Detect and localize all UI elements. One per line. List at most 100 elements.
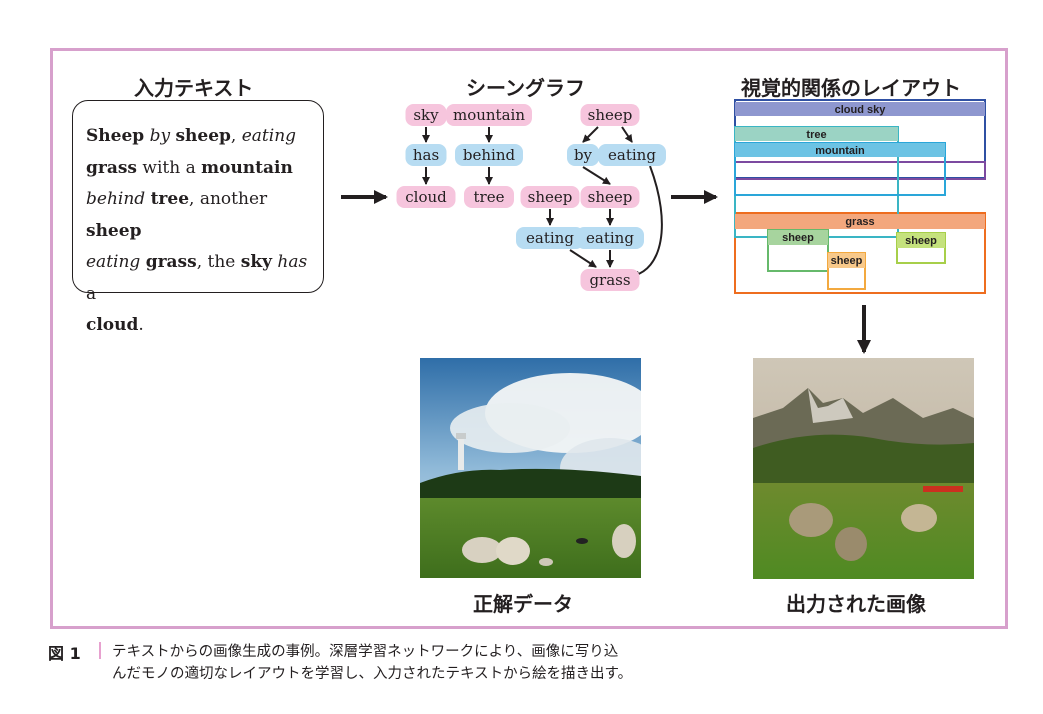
scene-node-mountain: mountain bbox=[446, 104, 532, 126]
scene-node-label: sky bbox=[413, 106, 439, 124]
layout-title: 視覚的関係のレイアウト bbox=[741, 76, 961, 100]
output-photo bbox=[753, 358, 974, 579]
scene-node-bg bbox=[464, 186, 514, 208]
scene-node-sheep2: sheep bbox=[520, 186, 580, 208]
scene-node-label: eating bbox=[526, 229, 574, 247]
input-text-segment: Sheep bbox=[86, 126, 145, 146]
scene-node-label: sheep bbox=[588, 188, 633, 206]
input-text-segment: , bbox=[230, 126, 242, 146]
layout-box-label: mountain bbox=[815, 145, 865, 157]
scene-node-label: eating bbox=[608, 146, 656, 164]
input-text-segment: by bbox=[149, 126, 171, 146]
input-text-segment: a bbox=[86, 283, 97, 304]
scene-node-bg bbox=[567, 144, 599, 166]
layout-box-cloud-sky: cloud sky bbox=[735, 102, 985, 116]
input-text-line: Sheep by sheep, eating bbox=[86, 121, 318, 153]
scene-node-cloud: cloud bbox=[396, 186, 456, 208]
layout-box-label-bg bbox=[735, 102, 985, 116]
scene-node-sheep1: sheep bbox=[580, 104, 640, 126]
layout-box-label-bg bbox=[768, 230, 828, 245]
layout-box-label-bg bbox=[897, 233, 945, 248]
input-text-line: grass with a mountain bbox=[86, 153, 318, 185]
scene-edge-by-sheep3 bbox=[582, 166, 611, 185]
layout-box-label: cloud sky bbox=[835, 104, 887, 116]
input-text-segment: sky bbox=[240, 252, 272, 272]
scene-node-label: by bbox=[574, 146, 593, 164]
input-text-segment: , another bbox=[189, 189, 268, 209]
input-text-segment: . bbox=[138, 315, 144, 335]
scene-node-label: behind bbox=[463, 146, 516, 164]
scene-node-sheep3: sheep bbox=[580, 186, 640, 208]
scene-node-bg bbox=[580, 269, 640, 291]
layout-box-label: sheep bbox=[782, 232, 814, 244]
figure-number: 図 1 bbox=[48, 644, 81, 663]
scene-node-label: has bbox=[413, 146, 439, 164]
scene-node-bg bbox=[455, 144, 523, 166]
scene-edge-sheep1-eating1 bbox=[621, 126, 633, 143]
scene-node-behind: behind bbox=[455, 144, 523, 166]
scene-node-grass: grass bbox=[580, 269, 640, 291]
scene-node-label: sheep bbox=[588, 106, 633, 124]
scene-node-bg bbox=[580, 104, 640, 126]
scene-node-bg bbox=[516, 227, 584, 249]
layout-box-grass: grass bbox=[735, 214, 985, 229]
caption-line-1: テキストからの画像生成の事例。深層学習ネットワークにより、画像に写り込 bbox=[112, 644, 619, 660]
layout-box-label: tree bbox=[806, 129, 826, 141]
input-text-box bbox=[72, 100, 324, 293]
scene-node-label: sheep bbox=[528, 188, 573, 206]
scene-node-bg bbox=[576, 227, 644, 249]
input-text-segment: grass bbox=[145, 252, 197, 272]
scene-node-by: by bbox=[567, 144, 599, 166]
layout-box-label-bg bbox=[828, 253, 865, 268]
scene-node-bg bbox=[405, 144, 447, 166]
scene-edge-eating1-grass bbox=[631, 165, 663, 279]
scene-node-label: cloud bbox=[405, 188, 447, 206]
input-text-segment: behind bbox=[86, 189, 146, 209]
layout-box-label-bg bbox=[735, 127, 898, 141]
input-text-line: eating grass, the sky has a bbox=[86, 247, 318, 310]
scene-edge-sheep1-by bbox=[582, 126, 599, 143]
output-image-label: 出力された画像 bbox=[786, 592, 926, 616]
layout-box-label: sheep bbox=[905, 235, 937, 247]
layout-box-mountain: mountain bbox=[734, 142, 946, 196]
scene-node-bg bbox=[598, 144, 666, 166]
scene-node-eating2: eating bbox=[516, 227, 584, 249]
scene-node-bg bbox=[446, 104, 532, 126]
input-text-segment: sheep bbox=[175, 126, 231, 146]
scene-graph-title: シーングラフ bbox=[466, 76, 585, 100]
input-text-segment: tree bbox=[150, 189, 190, 209]
input-text-line: behind tree, another sheep bbox=[86, 184, 318, 247]
input-text-segment: grass bbox=[86, 157, 137, 178]
scene-node-bg bbox=[396, 186, 456, 208]
input-text-segment: mountain bbox=[201, 157, 293, 178]
scene-node-sky: sky bbox=[405, 104, 447, 126]
input-text-segment: sheep bbox=[86, 220, 142, 241]
scene-node-eating3: eating bbox=[576, 227, 644, 249]
scene-node-bg bbox=[520, 186, 580, 208]
input-text-segment: has bbox=[277, 252, 308, 272]
input-text-segment: with a bbox=[137, 157, 202, 178]
layout-box-label-bg bbox=[735, 143, 945, 157]
layout-box-label: grass bbox=[845, 216, 874, 228]
caption-divider bbox=[99, 642, 101, 659]
scene-node-bg bbox=[405, 104, 447, 126]
ground-truth-label: 正解データ bbox=[473, 592, 573, 616]
scene-edge-eating2-grass bbox=[569, 249, 597, 268]
input-text-segment: eating bbox=[241, 126, 297, 146]
input-text-line: cloud. bbox=[86, 310, 318, 342]
layout-box-label-bg bbox=[735, 214, 985, 229]
layout-box-sheep: sheep bbox=[827, 252, 866, 290]
ground-truth-photo bbox=[420, 358, 641, 578]
input-text-segment: , the bbox=[196, 252, 241, 272]
scene-node-eating1: eating bbox=[598, 144, 666, 166]
layout-box-sheep: sheep bbox=[767, 229, 829, 272]
input-text-segment: eating bbox=[86, 252, 141, 272]
scene-node-bg bbox=[580, 186, 640, 208]
scene-node-label: grass bbox=[589, 271, 630, 289]
layout-outer-grass bbox=[734, 212, 986, 294]
scene-node-has: has bbox=[405, 144, 447, 166]
layout-box-label: sheep bbox=[831, 255, 863, 267]
scene-node-tree: tree bbox=[464, 186, 514, 208]
